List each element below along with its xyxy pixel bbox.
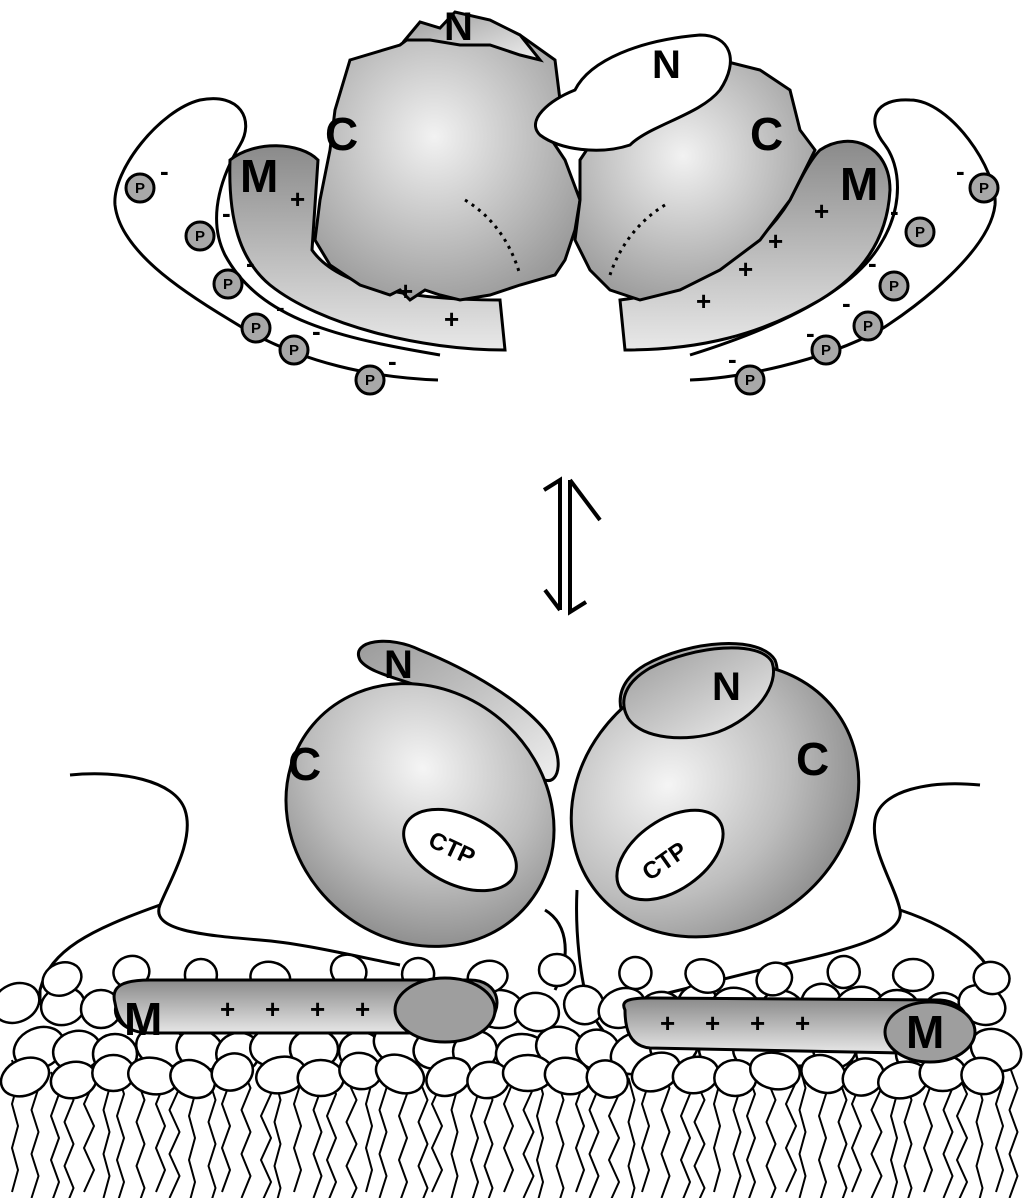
top-plus-sign: + [768,226,783,256]
phosphate-label: P [863,318,873,335]
top-plus-sign: + [444,304,459,334]
top-plus-sign: + [814,196,829,226]
top-right-n-label: N [652,43,681,87]
bottom-plus-sign: + [750,1008,765,1038]
top-dimer: N C M N C M + + + + + + + P P P P P P P P P P P P -… [115,5,998,394]
bottom-plus-sign: + [705,1008,720,1038]
lipid-head [893,959,933,991]
bottom-right-n-label: N [712,665,741,709]
lipid-tail [137,1078,145,1198]
top-plus-sign: + [696,286,711,316]
bottom-left-n-label: N [384,643,413,687]
minus-sign: - [246,248,255,278]
lipid-tail [839,1078,847,1198]
phosphate-label: P [289,342,299,359]
top-right-m-label: M [840,158,878,210]
top-left-n-label: N [444,5,473,49]
bottom-plus-sign: + [660,1008,675,1038]
phosphate-label: P [223,276,233,293]
minus-sign: - [806,318,815,348]
lipid-head [616,954,654,992]
bottom-left-c-label: C [288,738,321,790]
phosphate-label: P [889,278,899,295]
lipid-tail [347,1078,357,1198]
top-left-c-label: C [325,108,358,160]
minus-sign: - [160,156,169,186]
phosphate-label: P [821,342,831,359]
phosphate-label: P [195,228,205,245]
minus-sign: - [222,198,231,228]
lipid-tail [629,1078,635,1198]
phosphate-label: P [135,180,145,197]
lipid-tail [800,1066,806,1198]
phosphate-label: P [365,372,375,389]
bottom-right-c-label: C [796,733,829,785]
bottom-plus-sign: + [355,994,370,1024]
minus-sign: - [868,248,877,278]
minus-sign: - [276,292,285,322]
phosphate-label: P [251,320,261,337]
bottom-right-m-label: M [906,1006,944,1058]
phosphate-label: P [979,180,989,197]
top-plus-sign: + [738,254,753,284]
top-plus-sign: + [290,184,305,214]
lipid-tail [1010,1066,1018,1198]
minus-sign: - [890,196,899,226]
lipid-tail [419,1078,428,1198]
bottom-plus-sign: + [265,994,280,1024]
lipid-tail [767,1078,776,1198]
bottom-plus-sign: + [795,1008,810,1038]
lipid-tail [957,1072,967,1198]
lipid-tail [275,1078,281,1198]
lipid-head [539,954,575,986]
bottom-left-m-bulge [395,978,495,1042]
minus-sign: - [728,344,737,374]
lipid-tail [977,1078,983,1198]
lipid-tail [695,1078,705,1198]
minus-sign: - [388,346,397,376]
left-c-domain [315,28,580,300]
lipid-head [298,1060,344,1096]
bottom-left-m-label: M [124,993,162,1045]
minus-sign: - [842,288,851,318]
top-left-m-label: M [240,150,278,202]
lipid-tail [209,1078,216,1198]
lipid-tail [557,1078,564,1198]
bottom-plus-sign: + [310,994,325,1024]
phosphate-label: P [915,224,925,241]
lipid-head [0,976,46,1030]
bottom-dimer: N C CTP M N C CTP M + + + + + + + + [0,607,1024,1198]
minus-sign: - [312,316,321,346]
bottom-plus-sign: + [220,994,235,1024]
top-right-c-label: C [750,108,783,160]
phosphate-label: P [745,372,755,389]
minus-sign: - [956,156,965,186]
lipid-tail [537,1072,543,1198]
top-plus-sign: + [398,276,413,306]
